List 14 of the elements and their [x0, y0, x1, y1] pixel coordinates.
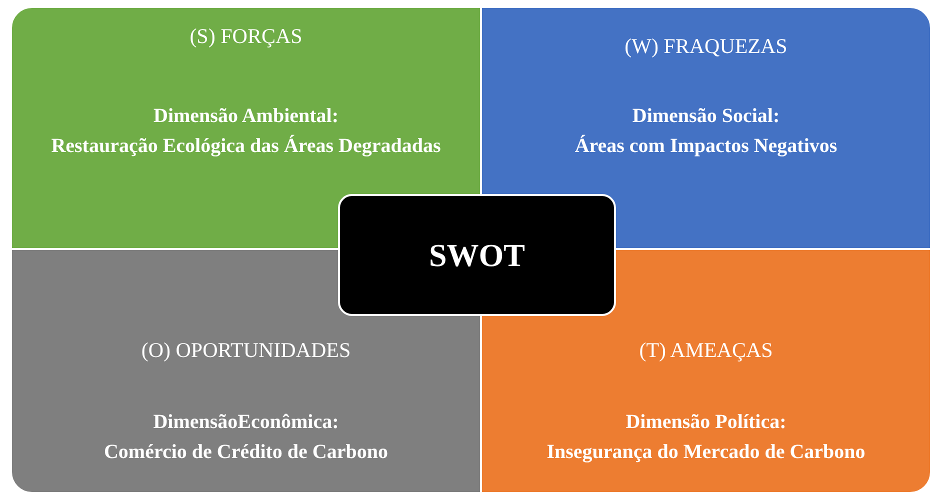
quadrant-heading: (W) FRAQUEZAS	[624, 34, 788, 59]
quadrant-heading: (S) FORÇAS	[188, 24, 304, 49]
quadrant-heading: (T) AMEAÇAS	[638, 338, 774, 363]
dimension-description: Áreas com Impactos Negativos	[574, 134, 838, 159]
dimension-title: Dimensão Social:	[631, 104, 781, 129]
dimension-title: Dimensão Política:	[624, 410, 788, 435]
quadrant-heading: (O) OPORTUNIDADES	[140, 338, 352, 363]
dimension-title: DimensãoEconômica:	[152, 410, 340, 435]
dimension-description: Comércio de Crédito de Carbono	[102, 440, 390, 465]
dimension-title: Dimensão Ambiental:	[152, 104, 340, 129]
center-box	[338, 194, 616, 316]
dimension-description: Insegurança do Mercado de Carbono	[546, 440, 866, 465]
center-title: SWOT	[428, 236, 526, 274]
dimension-description: Restauração Ecológica das Áreas Degradadas	[50, 134, 442, 159]
